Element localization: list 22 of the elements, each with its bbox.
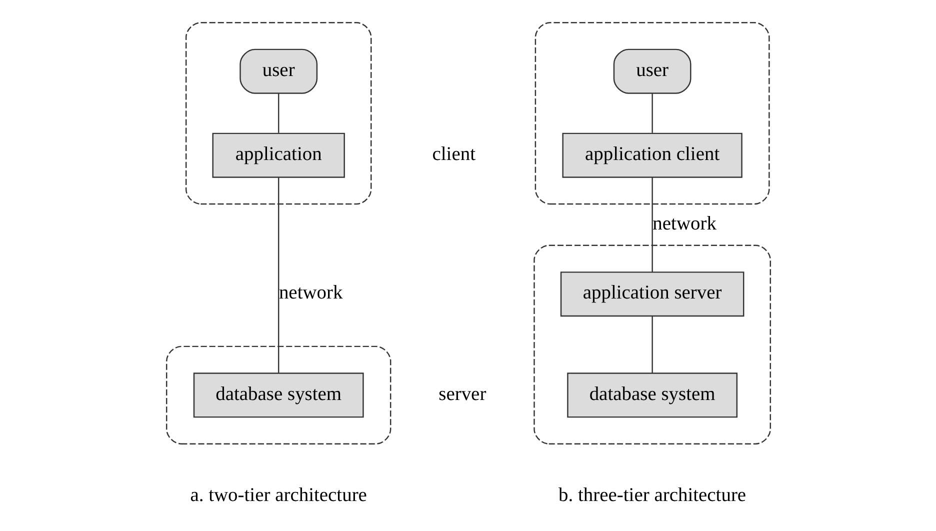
- node-box: database system: [192, 372, 364, 418]
- label: client: [432, 144, 476, 165]
- edge-label: network: [652, 213, 716, 234]
- connector: [651, 94, 652, 133]
- node-box: user: [612, 48, 691, 94]
- cluster: [534, 22, 770, 205]
- node-box: user: [239, 48, 318, 94]
- label: server: [438, 384, 486, 405]
- connector: [651, 316, 652, 374]
- connector: [278, 94, 279, 133]
- node-box: application server: [560, 272, 744, 317]
- cluster: [166, 346, 391, 444]
- label: b. three-tier architecture: [558, 484, 746, 506]
- connector: [651, 177, 652, 272]
- node-box: application: [212, 132, 344, 178]
- cluster: [184, 22, 372, 205]
- label: a. two-tier architecture: [190, 484, 366, 506]
- cluster: [533, 244, 770, 444]
- edge-label: network: [278, 282, 342, 304]
- node-box: application client: [562, 132, 742, 178]
- node-box: database system: [566, 372, 738, 418]
- connector: [278, 178, 279, 373]
